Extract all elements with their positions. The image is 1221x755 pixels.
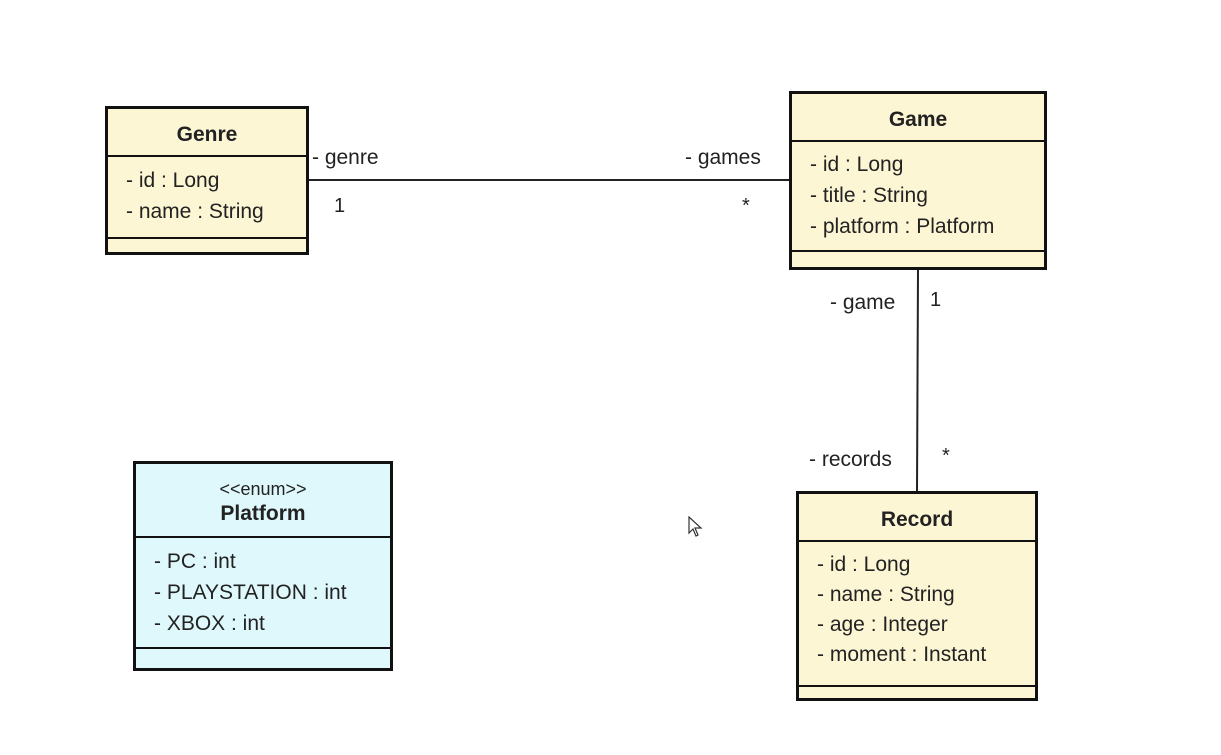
record-attributes: - id : Long - name : String - age : Inte…: [799, 542, 1035, 685]
platform-value: - PC : int: [154, 550, 236, 573]
platform-divider: [136, 647, 390, 649]
record-attribute: - name : String: [817, 583, 955, 606]
record-attribute: - age : Integer: [817, 613, 948, 636]
platform-enum-name: Platform: [220, 502, 306, 525]
record-attribute: - moment : Instant: [817, 643, 987, 666]
genre-divider: [108, 155, 306, 157]
record-class-name: Record: [880, 508, 954, 531]
platform-divider: [136, 536, 390, 538]
game-record-association: [916, 268, 919, 494]
mouse-pointer-icon: [688, 516, 703, 537]
game-role-label: - game: [830, 291, 896, 314]
records-role-label: - records: [809, 448, 892, 471]
game-multiplicity: 1: [930, 289, 942, 311]
platform-stereotype: <<enum>>: [219, 479, 307, 499]
game-attributes: - id : Long - title : String - platform …: [792, 142, 1044, 250]
genre-class-name: Genre: [176, 123, 238, 146]
games-role-label: - games: [685, 146, 761, 169]
game-class[interactable]: Game - id : Long - title : String - plat…: [789, 91, 1047, 270]
game-class-name: Game: [888, 108, 948, 131]
platform-value: - PLAYSTATION : int: [154, 581, 347, 604]
genre-attribute: - name : String: [126, 200, 264, 223]
game-attribute: - title : String: [810, 184, 928, 207]
platform-enum[interactable]: <<enum>> Platform - PC : int - PLAYSTATI…: [133, 461, 393, 671]
game-attribute: - platform : Platform: [810, 215, 995, 238]
platform-value: - XBOX : int: [154, 612, 265, 635]
records-multiplicity: *: [942, 445, 950, 467]
game-attribute: - id : Long: [810, 153, 904, 176]
genre-attribute: - id : Long: [126, 169, 220, 192]
record-class[interactable]: Record - id : Long - name : String - age…: [796, 491, 1038, 701]
genre-divider: [108, 237, 306, 239]
genre-role-label: - genre: [312, 146, 379, 169]
genre-multiplicity: 1: [334, 195, 346, 217]
platform-values: - PC : int - PLAYSTATION : int - XBOX : …: [136, 538, 390, 647]
record-attribute: - id : Long: [817, 553, 911, 576]
game-divider: [792, 140, 1044, 142]
game-divider: [792, 250, 1044, 252]
genre-attributes: - id : Long - name : String: [108, 157, 306, 237]
record-divider: [799, 540, 1035, 542]
record-divider: [799, 685, 1035, 687]
genre-class[interactable]: Genre - id : Long - name : String: [105, 106, 309, 255]
games-multiplicity: *: [742, 195, 750, 217]
